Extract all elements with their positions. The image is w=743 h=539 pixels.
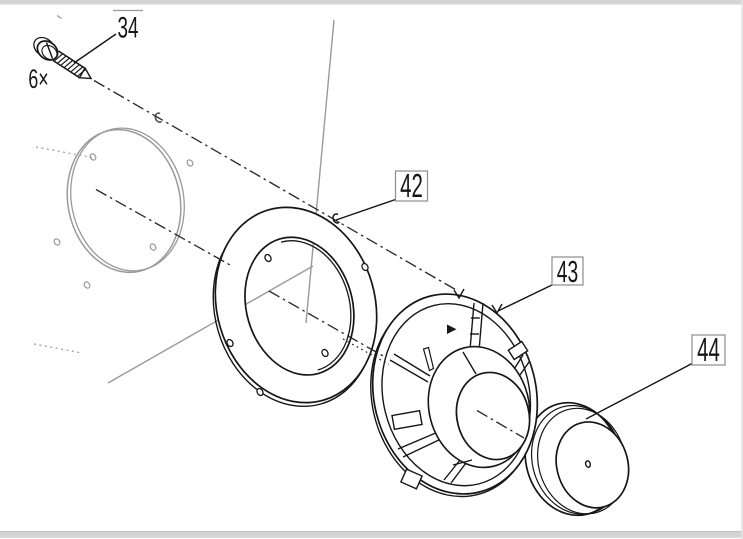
end-cap-44 — [524, 401, 630, 517]
thread-line — [77, 68, 87, 77]
leader-line — [73, 33, 117, 64]
wall-dotted-edge-bottom — [33, 343, 83, 354]
wall-screw-hole — [53, 238, 61, 246]
right-frame-edge — [741, 0, 743, 539]
wall-screw-hole — [186, 159, 194, 167]
ring-screw-holes — [226, 213, 369, 397]
callout-box — [691, 334, 726, 366]
bottom-frame-bar — [0, 532, 743, 538]
thread-line — [64, 60, 73, 68]
screw-threads — [54, 53, 87, 77]
direction-arrow-icon — [447, 324, 457, 334]
rib-line — [478, 302, 484, 352]
wall-panel — [33, 19, 335, 384]
top-frame-bar — [0, 0, 743, 5]
break-mark — [56, 14, 62, 20]
rib-line — [397, 431, 439, 450]
wall-edge-right — [305, 19, 335, 324]
housing-rim-inner — [381, 303, 532, 487]
housing-clips — [391, 340, 529, 490]
callout-number-42: 42 — [400, 167, 423, 204]
thread-line — [70, 64, 80, 73]
cap-face — [555, 421, 630, 509]
housing-ribs — [389, 302, 530, 484]
ring-body — [214, 206, 378, 404]
rib-line — [450, 462, 467, 484]
wall-edge-bottom — [107, 265, 314, 384]
leader-line — [497, 283, 555, 312]
rib-line — [469, 302, 475, 351]
callout-box — [394, 170, 429, 202]
screw-axis-centerline — [93, 79, 459, 292]
callout-43: 43 — [497, 256, 584, 312]
dome-side-line — [462, 351, 477, 375]
screw-shank-edge — [52, 59, 81, 79]
secondary-dotted-line — [342, 338, 390, 366]
rib-line — [402, 437, 444, 458]
wall-screw-hole — [89, 153, 97, 161]
wall-screw-hole — [83, 281, 91, 289]
wall-screw-holes — [53, 112, 194, 289]
wall-screw-hole — [149, 243, 157, 251]
centerlines — [93, 79, 525, 439]
dome-face — [455, 371, 531, 461]
flange-ring-42 — [212, 206, 378, 408]
ring-screw-hole — [264, 253, 272, 263]
thread-line — [74, 66, 83, 75]
callout-box — [551, 256, 584, 286]
thread-line — [57, 55, 67, 64]
clip — [391, 409, 423, 431]
wall-opening — [66, 128, 182, 274]
rib-line — [389, 359, 429, 383]
ring-bore-lip — [280, 240, 352, 371]
leader-line — [335, 198, 398, 221]
callout-number-34: 34 — [117, 11, 138, 45]
quantity-label: 6× — [28, 63, 48, 94]
thread-line — [54, 53, 63, 62]
thread-line — [60, 57, 70, 66]
clip — [507, 340, 529, 361]
screw-slot — [45, 42, 54, 59]
callout-44: 44 — [585, 331, 726, 420]
latch-peg — [422, 346, 435, 372]
screw-34 — [33, 36, 93, 80]
housing-43 — [370, 288, 539, 498]
ring-screw-hole — [226, 338, 234, 348]
thread-line — [67, 62, 77, 70]
clip — [399, 468, 424, 490]
bottom-frame-edge — [0, 531, 743, 533]
rim-notch — [491, 303, 503, 315]
rim-notch — [453, 288, 465, 300]
callout-number-44: 44 — [697, 331, 720, 368]
ring-screw-hole — [361, 262, 369, 272]
wall-dotted-edge-top — [35, 146, 96, 159]
callout-42: 42 — [335, 167, 429, 221]
dome-side-line — [452, 459, 473, 466]
callout-34: 34 6× — [28, 9, 143, 94]
wall-opening-rim — [70, 127, 185, 272]
ring-screw-hole — [256, 387, 264, 397]
rib-line — [393, 353, 431, 377]
wall-screw-hole-open — [154, 112, 162, 123]
main-axis-centerline — [95, 188, 232, 267]
screw-shank-edge — [58, 50, 86, 69]
screw-head — [36, 40, 59, 61]
leader-line — [585, 362, 694, 420]
main-axis-centerline — [476, 409, 525, 439]
screw-head-dome — [41, 44, 58, 61]
cap-center-hole — [584, 460, 592, 469]
ring-screw-hole — [321, 348, 329, 358]
callout-number-43: 43 — [557, 256, 578, 290]
